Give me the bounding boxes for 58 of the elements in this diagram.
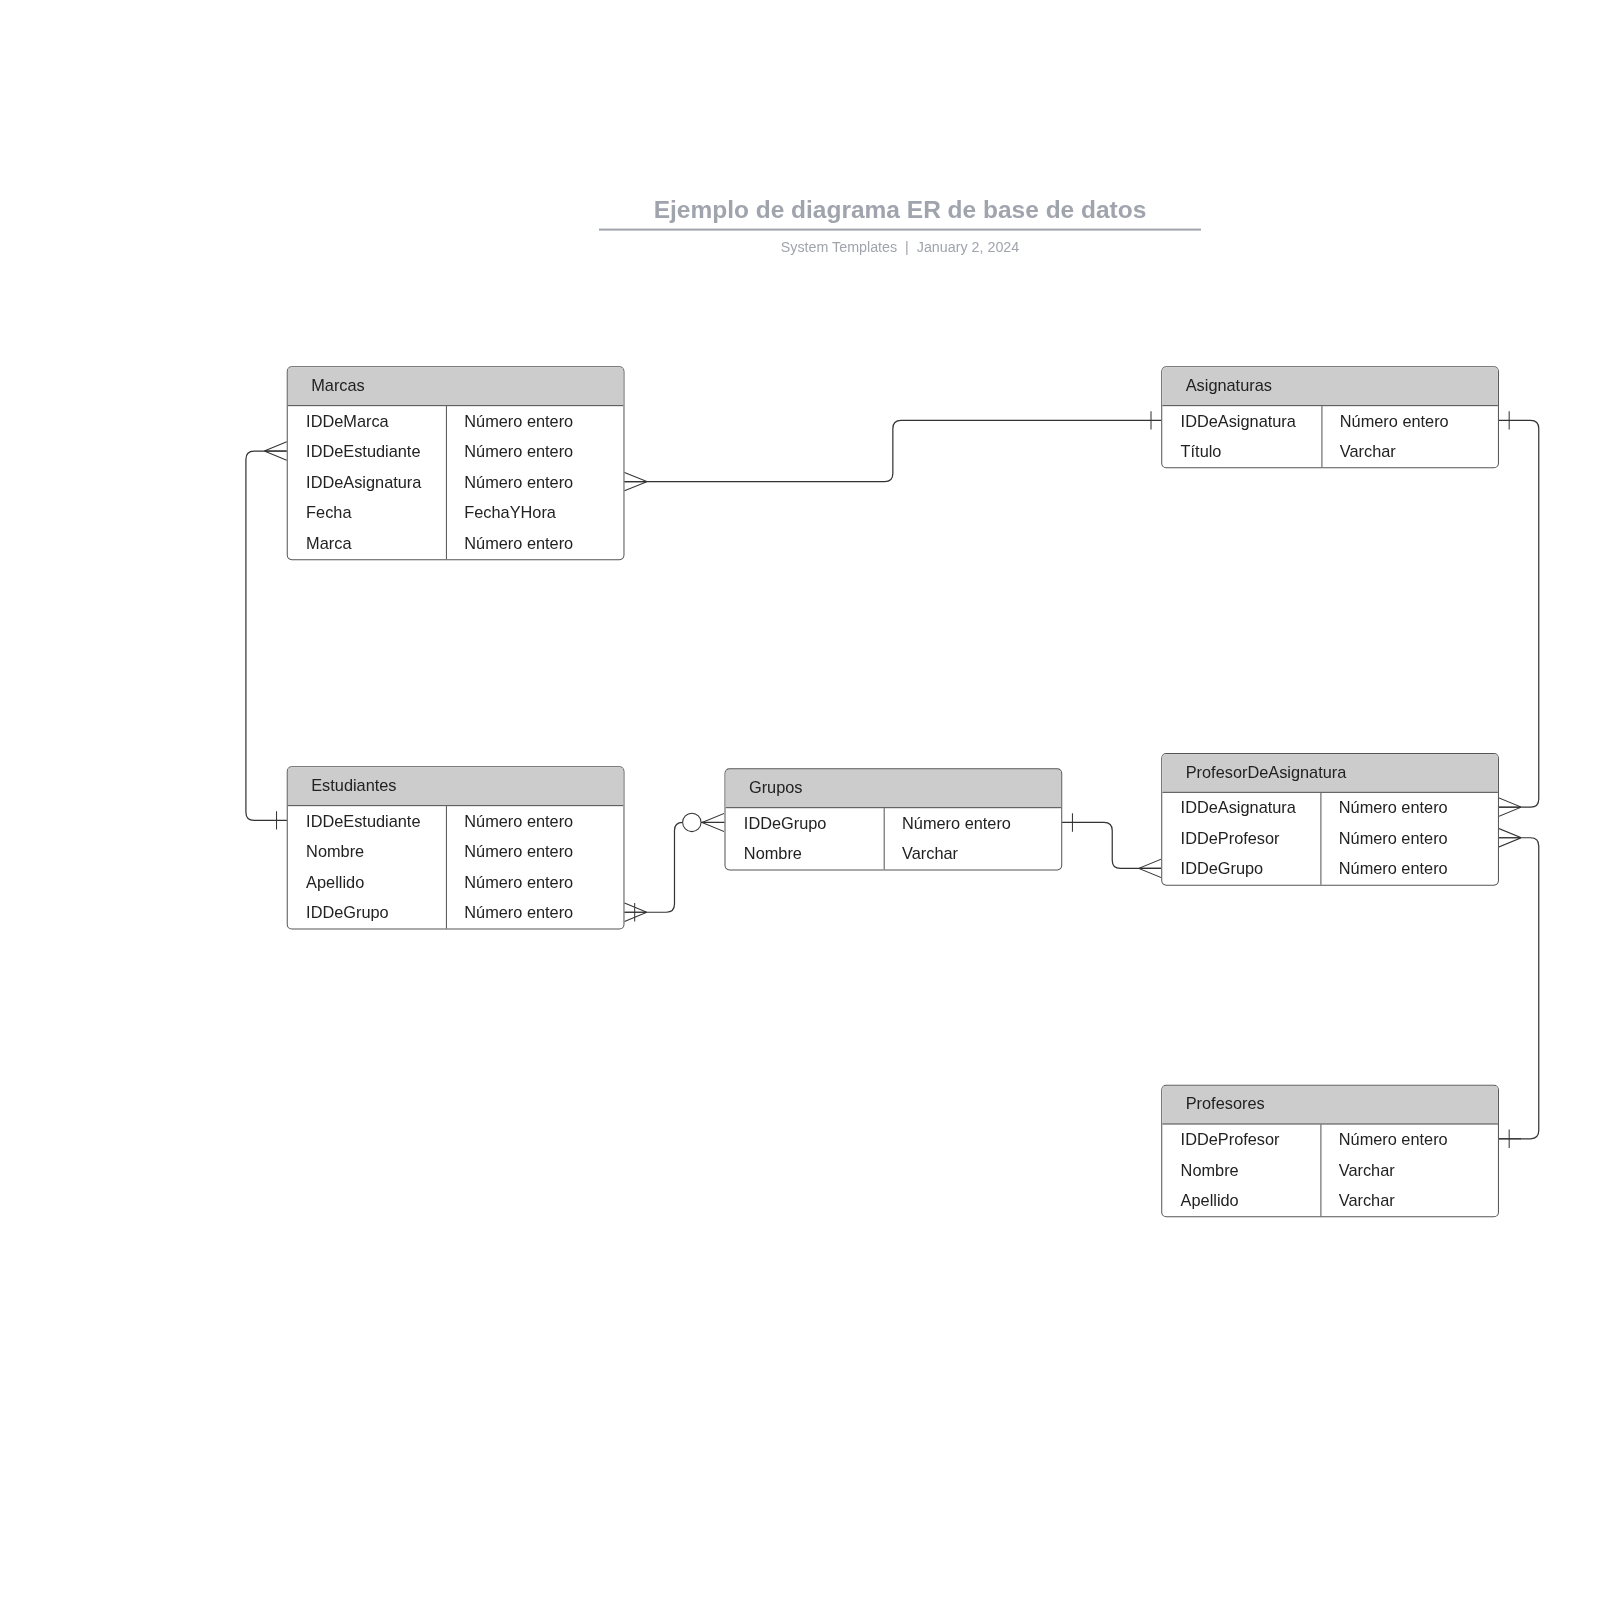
table-cell-text: Número entero	[464, 472, 574, 493]
table-cell-text: Varchar	[1338, 1190, 1395, 1212]
table-cell-text: Número entero	[1338, 828, 1448, 849]
table-cell-text: IDDeGrupo	[1180, 859, 1264, 880]
entity-table	[1161, 1084, 1499, 1218]
table-cell-text: Número entero	[1338, 797, 1448, 819]
table-cell-text: IDDeGrupo	[306, 903, 389, 924]
table-cell-text: Número entero	[902, 813, 1011, 834]
table-header: ProfesorDeAsignatura	[1162, 754, 1498, 793]
table-cell-text: Apellido	[306, 872, 365, 893]
table-cell-text: Número entero	[464, 841, 574, 863]
table-cell-text: Número entero	[464, 811, 574, 832]
relationship-line	[623, 410, 1162, 492]
table-cell-text: IDDeEstudiante	[306, 811, 421, 832]
table-cell-text: IDDeProfesor	[1180, 828, 1280, 849]
table-cell-text: IDDeGrupo	[743, 813, 827, 834]
table-header: Profesores	[1162, 1085, 1498, 1125]
table-cell-text: Número entero	[464, 872, 574, 893]
table-cell-text: Apellido	[1180, 1190, 1239, 1212]
table-cell-text: Número entero	[464, 411, 574, 432]
table-cell-text: Título	[1180, 441, 1222, 463]
table-cell-text: Número entero	[464, 533, 574, 555]
relationship-line	[1498, 410, 1540, 817]
relationship-line	[623, 812, 726, 922]
table-cell-text: Nombre	[1180, 1160, 1239, 1181]
table-header: Asignaturas	[1162, 367, 1498, 407]
table-cell-text: Número entero	[464, 903, 574, 924]
relationship-line	[1061, 812, 1162, 879]
table-header: Estudiantes	[287, 767, 624, 807]
table-cell-text: Varchar	[902, 843, 958, 865]
caption: System Templates | January 2, 2024	[779, 238, 1021, 256]
table-cell-text: IDDeEstudiante	[306, 441, 421, 463]
table-cell-text: FechaYHora	[464, 503, 556, 524]
table-cell-text: IDDeMarca	[306, 411, 389, 432]
table-header: Marcas	[287, 367, 624, 407]
entity-table	[1161, 753, 1499, 886]
table-cell-text: Marca	[306, 533, 352, 555]
entity-table	[286, 366, 625, 561]
table-cell-text: Número entero	[464, 441, 574, 463]
table-header: Grupos	[725, 769, 1062, 809]
table-cell-text: IDDeProfesor	[1180, 1129, 1280, 1150]
table-cell-text: Fecha	[306, 503, 352, 524]
table-cell-text: Varchar	[1338, 1160, 1395, 1181]
table-cell-text: IDDeAsignatura	[1180, 797, 1296, 819]
title: Ejemplo de diagrama ER de base de datos	[598, 195, 1201, 231]
relationship-line	[245, 441, 288, 831]
table-cell-text: Nombre	[306, 841, 365, 863]
table-cell-text: IDDeAsignatura	[1180, 411, 1296, 432]
entity-table	[286, 766, 625, 930]
table-cell-text: Número entero	[1339, 411, 1449, 432]
table-cell-text: IDDeAsignatura	[306, 472, 422, 493]
table-cell-text: Número entero	[1338, 859, 1448, 880]
table-cell-text: Nombre	[743, 843, 802, 865]
table-cell-text: Número entero	[1338, 1129, 1448, 1150]
entity-table	[1161, 366, 1499, 469]
entity-table	[724, 768, 1063, 871]
relationship-line	[1498, 828, 1540, 1149]
table-cell-text: Varchar	[1339, 441, 1396, 463]
